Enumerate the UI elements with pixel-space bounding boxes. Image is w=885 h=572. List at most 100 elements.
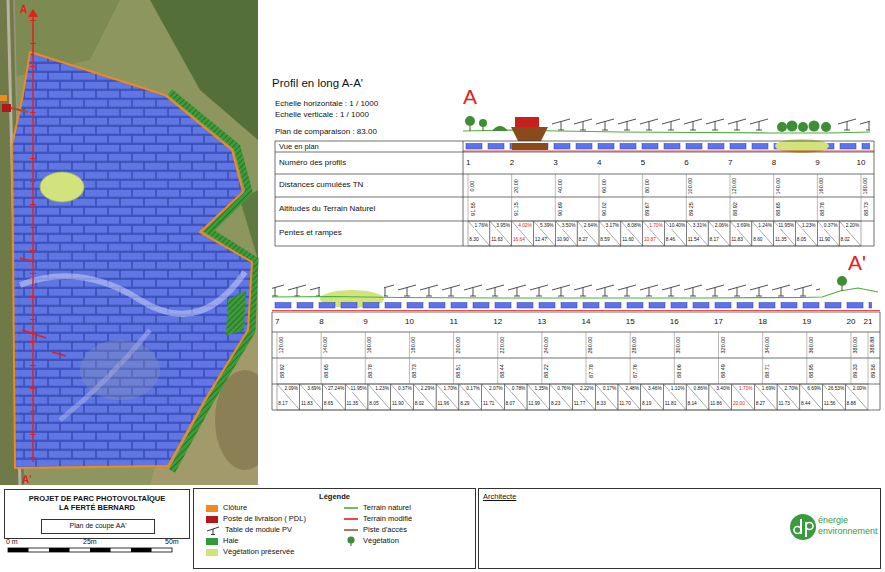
- altitude-value: 88.65: [323, 364, 329, 378]
- altitude-value: 88.78: [367, 364, 373, 378]
- distance-value: 160.00: [819, 177, 825, 194]
- slope-cell: [468, 221, 490, 246]
- legend-swatch: [206, 549, 218, 556]
- profile-a-drawing: [465, 116, 475, 126]
- table-rule: [642, 174, 643, 221]
- section-mark: A: [20, 4, 27, 15]
- profile-b-drawing: [272, 310, 880, 311]
- table-rule: [368, 384, 391, 410]
- slope-cell: [663, 384, 686, 410]
- slope-value: 2.00%: [852, 387, 867, 392]
- slope-cell: [709, 384, 732, 410]
- profile-a-drawing: [470, 126, 483, 131]
- legend-sample: [206, 525, 220, 535]
- logo-text: énergie: [818, 516, 848, 526]
- profile-a-drawing: [836, 117, 870, 131]
- profile-a-drawing: [492, 126, 508, 131]
- profile-number: 8: [772, 159, 776, 168]
- slope-value: 2.07%: [489, 387, 504, 392]
- profile-a-drawing: [512, 143, 548, 150]
- profile-number: 15: [626, 318, 635, 327]
- length-value: 8.17: [278, 402, 288, 407]
- legend-sample: [344, 514, 358, 524]
- profile-a-drawing: [798, 122, 808, 132]
- slope-cell: [618, 384, 641, 410]
- table-rule: [272, 358, 880, 359]
- table-rule: [555, 174, 556, 221]
- slope-cell: [345, 384, 368, 410]
- solar-panel-area: [12, 52, 252, 468]
- scale-bar: [90, 548, 111, 552]
- legend-sample: [207, 527, 219, 535]
- scale-value: 25m: [83, 538, 97, 546]
- profile-number: 9: [363, 318, 367, 327]
- length-value: 11.90: [818, 238, 831, 243]
- legend-text: Piste d'accès: [363, 526, 407, 534]
- length-value: 11.81: [664, 402, 677, 407]
- row-header: Vue en plan: [279, 143, 319, 151]
- profile-b-drawing: [272, 283, 320, 297]
- legend-text: Végétation préservée: [223, 548, 294, 556]
- preserved-vegetation: [40, 172, 84, 202]
- distance-value: 80.00: [644, 179, 650, 193]
- slope-cell: [777, 384, 800, 410]
- table-rule: [277, 332, 278, 384]
- slope-value: 3.69%: [736, 224, 751, 229]
- section-line: [32, 16, 34, 462]
- profile-number: 14: [582, 318, 591, 327]
- profile-number: 12: [493, 318, 502, 327]
- distance-value: 180.00: [862, 177, 868, 194]
- legend-sample: [344, 525, 358, 535]
- section-line: [20, 258, 66, 356]
- distance-value: 260.00: [587, 337, 593, 354]
- legend-row: Végétation préservée: [206, 547, 294, 557]
- altitude-value: 90.69: [557, 202, 563, 216]
- distance-value: 300.00: [676, 337, 682, 354]
- length-value: 8.19: [641, 402, 651, 407]
- length-value: 11.70: [619, 402, 632, 407]
- length-value: 11.99: [528, 402, 541, 407]
- section-mark: A: [463, 85, 477, 108]
- slope-cell: [459, 384, 482, 410]
- slope-cell: [550, 384, 573, 410]
- table-rule: [708, 221, 730, 246]
- distance-value: 360.00: [808, 337, 814, 354]
- table-rule: [686, 221, 708, 246]
- slope-cell: [391, 384, 414, 410]
- profile-a-drawing: [515, 117, 539, 127]
- delivery-station: [2, 104, 28, 112]
- slope-cell: [527, 384, 550, 410]
- altitude-value: 88.95: [808, 364, 814, 378]
- legend-swatch: [206, 538, 218, 545]
- table-rule: [839, 221, 861, 246]
- slope-value: 27.24%: [327, 387, 344, 392]
- legend-sample: [344, 518, 358, 520]
- altitude-value: 87.76: [632, 364, 638, 378]
- table-rule: [874, 141, 875, 246]
- slope-cell: [555, 221, 577, 246]
- company-logo: [806, 523, 813, 530]
- slope-value: 2.64%: [583, 224, 598, 229]
- altitude-value: 88.06: [676, 364, 682, 378]
- profile-number: 13: [537, 318, 546, 327]
- profile-number: 3: [553, 159, 557, 168]
- slope-cell: [534, 221, 556, 246]
- table-rule: [541, 332, 542, 384]
- table-rule: [436, 384, 459, 410]
- profile-number: 18: [758, 318, 767, 327]
- slope-cell: [300, 384, 323, 410]
- legend-row: Végétation: [344, 536, 399, 546]
- table-rule: [272, 332, 880, 333]
- profile-a-drawing: [821, 122, 831, 132]
- table-rule: [345, 384, 368, 410]
- slope-value: 3.46%: [648, 387, 663, 392]
- slope-cell: [686, 221, 708, 246]
- altitude-value: 88.73: [862, 202, 868, 216]
- profile-a-drawing: [777, 122, 787, 132]
- slope-value: 2.29%: [420, 387, 435, 392]
- section-line: [30, 20, 36, 462]
- table-rule: [534, 221, 556, 246]
- hedge: [170, 92, 255, 471]
- slope-value: 1.69%: [761, 387, 776, 392]
- length-value: 10.87: [643, 238, 656, 243]
